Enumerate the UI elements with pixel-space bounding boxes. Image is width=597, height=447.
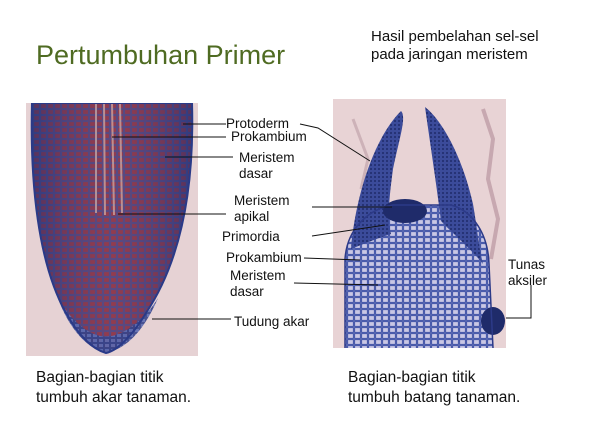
label-meristem-apikal: Meristem apikal (234, 193, 290, 225)
label-prokambium-stem: Prokambium (226, 250, 302, 266)
label-prokambium-root: Prokambium (231, 129, 307, 145)
label-tunas-aksiler: Tunas aksiler (508, 257, 547, 289)
stem-caption: Bagian-bagian titik tumbuh batang tanama… (348, 368, 520, 408)
label-tudung-akar: Tudung akar (234, 314, 309, 330)
label-meristem-dasar-root: Meristem dasar (239, 150, 295, 182)
root-caption: Bagian-bagian titik tumbuh akar tanaman. (36, 368, 191, 408)
label-meristem-dasar-stem: Meristem dasar (230, 268, 286, 300)
label-primordia: Primordia (222, 229, 280, 245)
